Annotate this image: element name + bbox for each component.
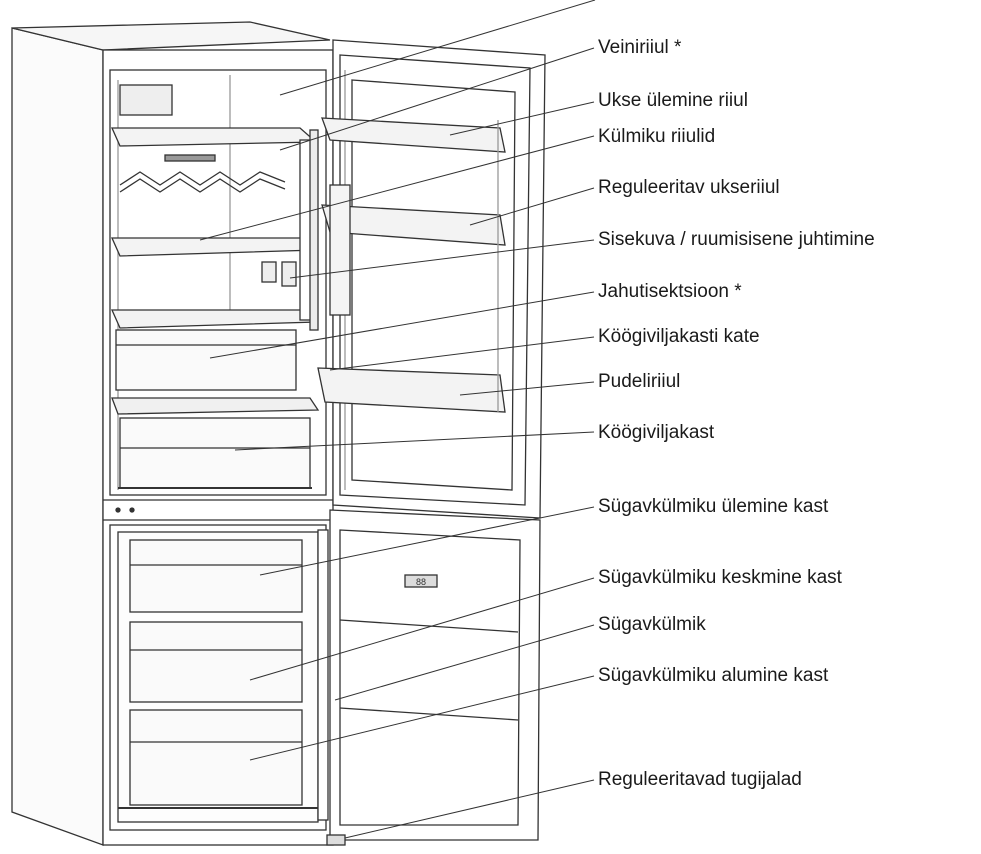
freezer-drawer-top <box>129 539 303 613</box>
display-readout: 88 <box>416 577 426 587</box>
label-crisper-cover: Köögiviljakasti kate <box>598 326 760 347</box>
freezer-drawer-middle <box>129 621 303 703</box>
label-freezer: Sügavkülmik <box>598 614 706 635</box>
label-internal-display: Sisekuva / ruumisisene juhtimine <box>598 229 875 250</box>
label-adjustable-feet: Reguleeritavad tugijalad <box>598 769 802 790</box>
label-adjustable-door-shelf: Reguleeritav ukseriiul <box>598 177 780 198</box>
label-freezer-middle-drawer: Sügavkülmiku keskmine kast <box>598 567 842 588</box>
wine-rack <box>119 154 286 193</box>
leader-lines <box>199 0 596 839</box>
label-crisper: Köögiviljakast <box>598 422 715 443</box>
freezer-display: 88 <box>404 574 438 588</box>
label-freezer-top-drawer: Sügavkülmiku ülemine kast <box>598 496 829 517</box>
label-door-top-shelf: Ukse ülemine riiul <box>598 90 748 111</box>
internal-control-panel <box>261 261 297 287</box>
label-bottle-shelf: Pudeliriiul <box>598 371 681 392</box>
freezer-drawer-bottom <box>129 709 303 806</box>
label-wine-shelf: Veiniriiul * <box>598 37 682 58</box>
freezer-door: 88 <box>326 509 541 846</box>
label-freezer-bottom-drawer: Sügavkülmiku alumine kast <box>598 665 829 686</box>
label-fridge-shelves: Külmiku riiulid <box>598 126 716 147</box>
fridge-door <box>317 39 546 519</box>
freezer-interior <box>117 529 329 823</box>
label-chiller-section: Jahutisektsioon * <box>598 281 742 302</box>
